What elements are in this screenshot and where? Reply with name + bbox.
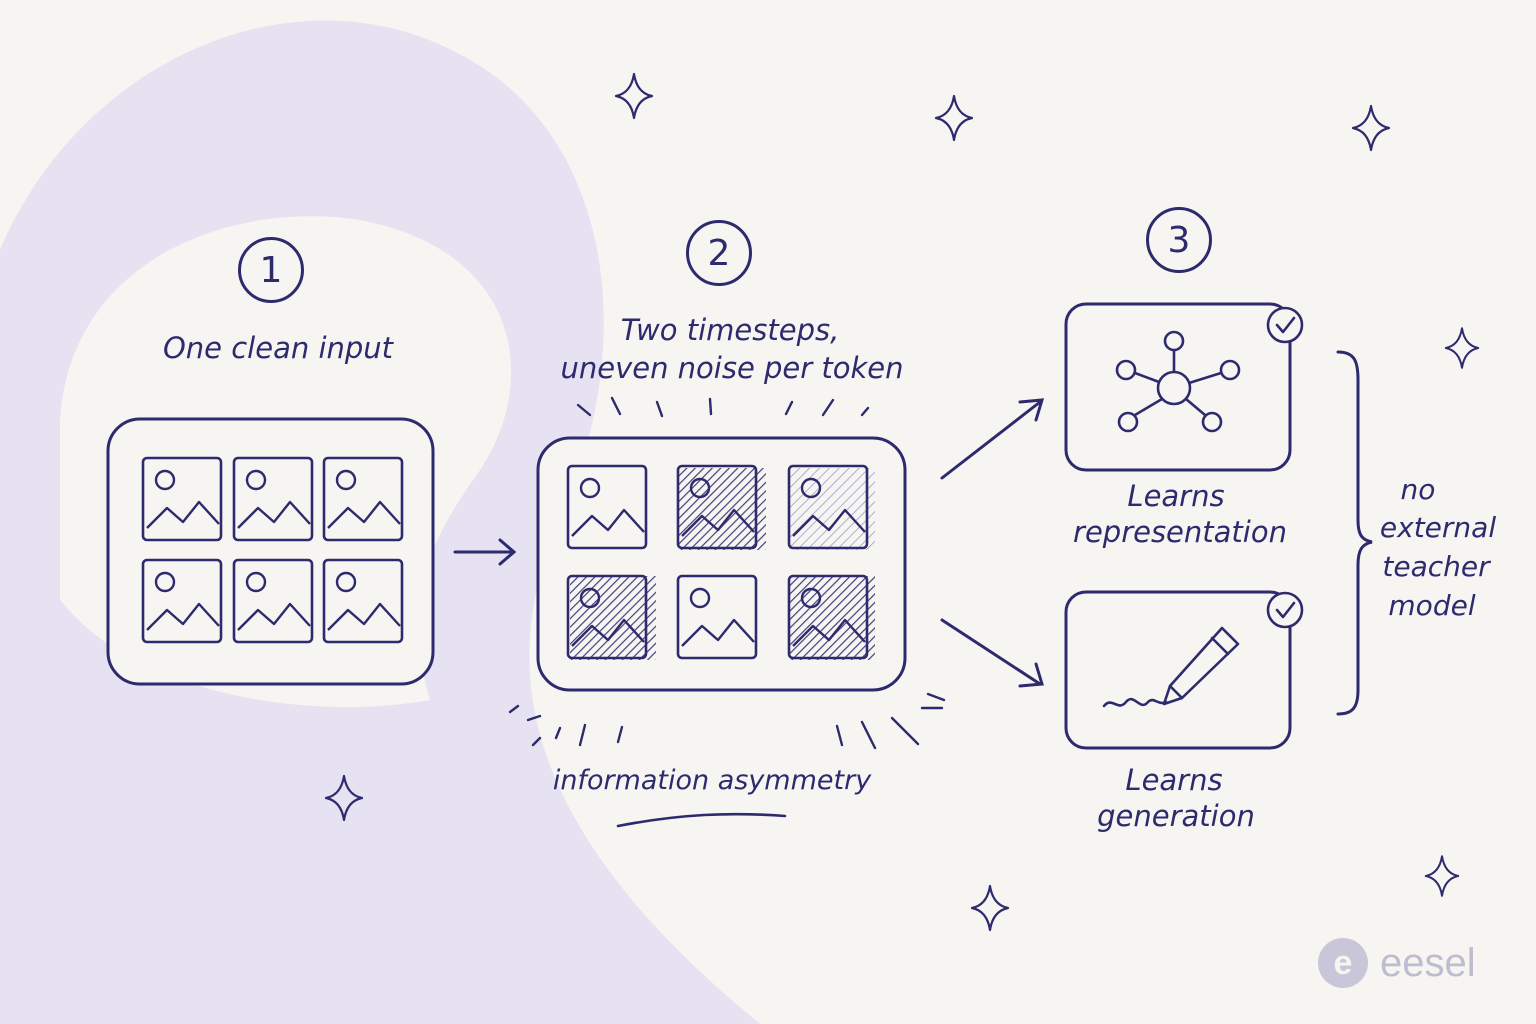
sparkle-icon bbox=[934, 94, 974, 142]
emphasis-ticks bbox=[508, 396, 946, 750]
representation-card bbox=[1064, 302, 1292, 472]
sparkle-icon bbox=[1424, 855, 1460, 897]
pencil-icon bbox=[1102, 626, 1240, 708]
arrow-to-generation bbox=[940, 618, 1044, 688]
brand-icon: e bbox=[1318, 938, 1368, 988]
image-tile-noisy bbox=[787, 574, 875, 660]
brace-note-line1: no bbox=[1400, 473, 1436, 506]
brand-name: eesel bbox=[1380, 940, 1476, 985]
step2-label-line2: uneven noise per token bbox=[560, 351, 904, 385]
sparkle-icon bbox=[614, 72, 654, 120]
step-number-3: 3 bbox=[1146, 207, 1212, 273]
image-tile-noisy bbox=[566, 574, 656, 660]
brace-note-line2: external bbox=[1379, 511, 1497, 544]
step-number-2: 2 bbox=[686, 220, 752, 286]
brand-logo: e eesel bbox=[1318, 938, 1476, 988]
network-icon bbox=[1115, 330, 1241, 433]
step2-label-line1: Two timesteps, bbox=[620, 313, 840, 347]
step-number-1: 1 bbox=[238, 237, 304, 303]
sparkle-icon bbox=[970, 884, 1010, 932]
check-icon bbox=[1266, 591, 1304, 629]
sparkle-icon bbox=[1444, 327, 1480, 369]
curly-brace bbox=[1336, 350, 1373, 716]
step1-label: One clean input bbox=[162, 331, 394, 365]
generation-card bbox=[1064, 590, 1292, 750]
brace-note-line3: teacher bbox=[1382, 550, 1490, 583]
step2-caption: information asymmetry bbox=[552, 765, 872, 796]
check-icon bbox=[1266, 306, 1304, 344]
representation-label-line1: Learns bbox=[1127, 479, 1225, 513]
generation-label-line2: generation bbox=[1097, 799, 1255, 833]
brace-note-line4: model bbox=[1388, 589, 1476, 622]
arrow-step1-to-step2 bbox=[453, 538, 517, 566]
generation-label-line1: Learns bbox=[1125, 763, 1223, 797]
representation-label-line2: representation bbox=[1073, 515, 1287, 549]
sparkle-icon bbox=[1351, 104, 1391, 152]
caption-underline bbox=[616, 812, 787, 828]
arrow-to-representation bbox=[940, 398, 1045, 480]
image-tile-noisy bbox=[676, 464, 766, 550]
image-tile-lightly-noisy bbox=[787, 464, 875, 550]
